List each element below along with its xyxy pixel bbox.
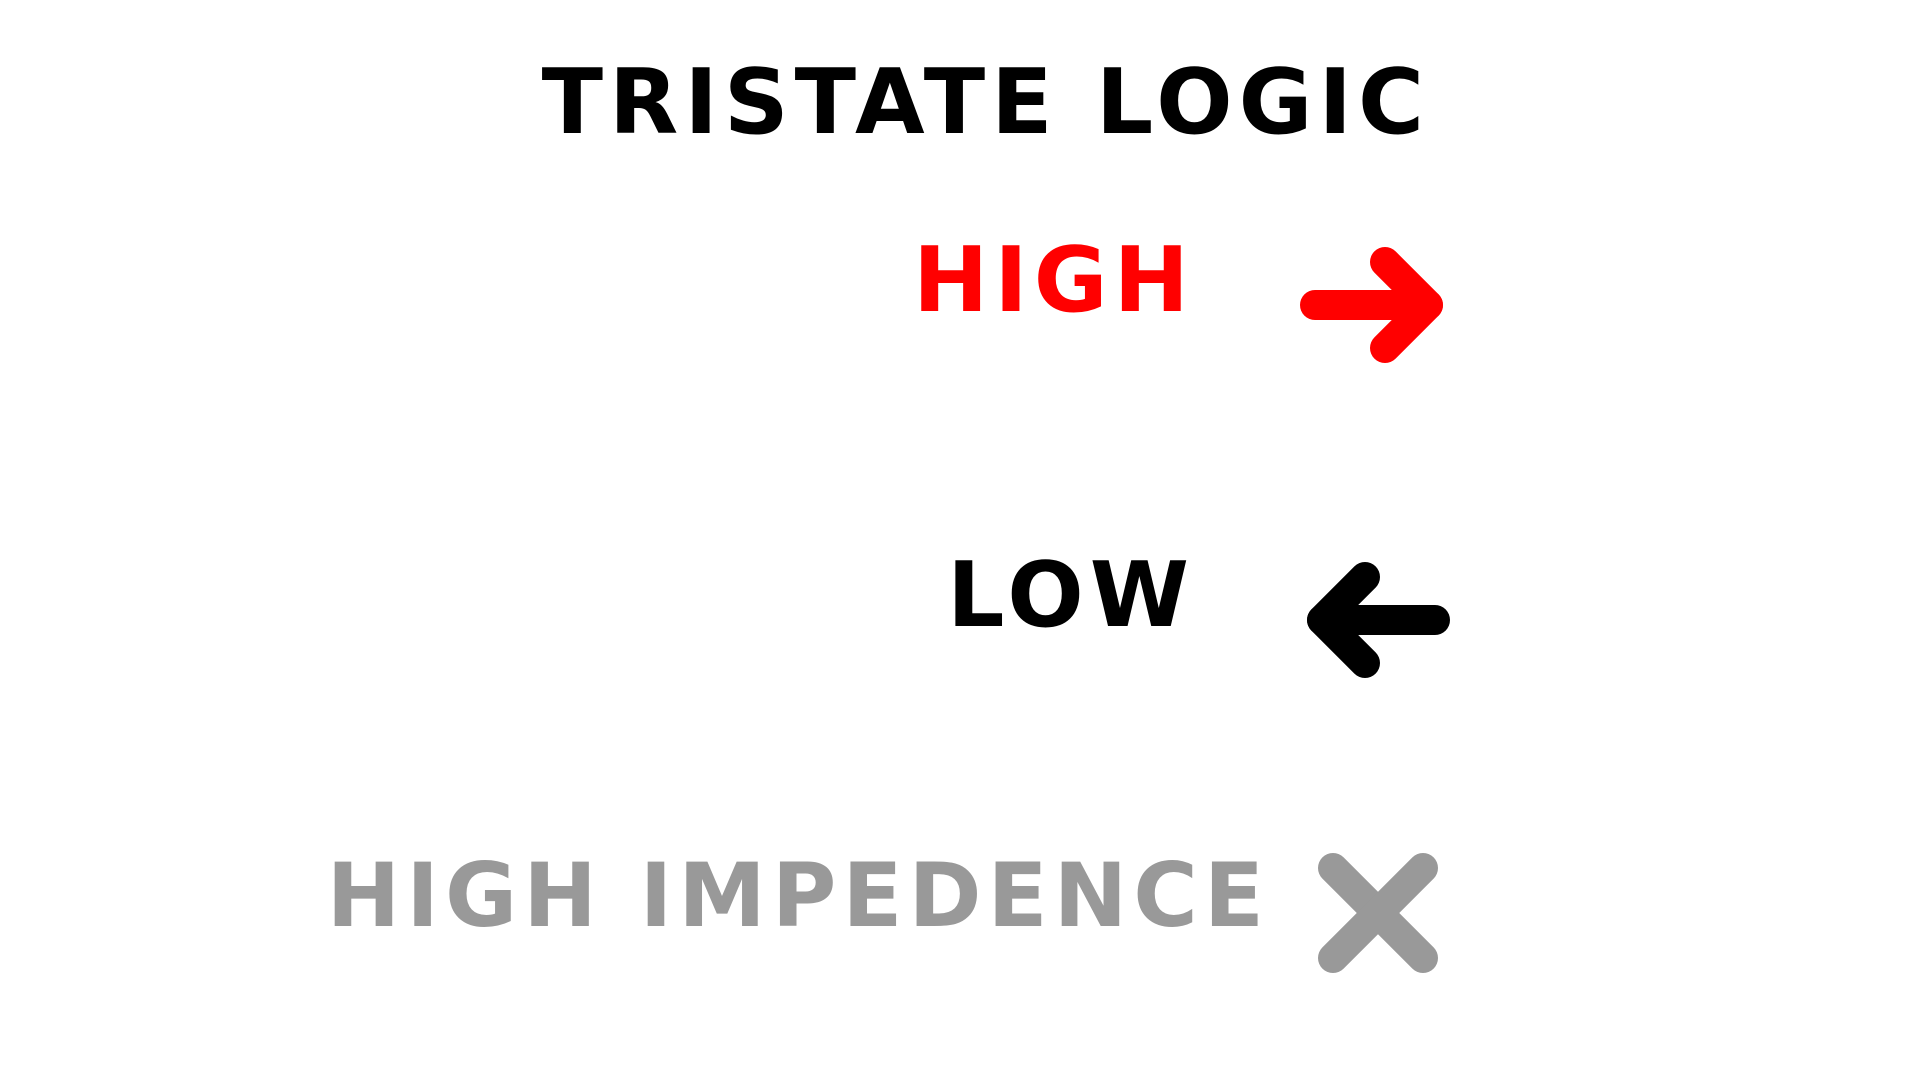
state-high-impedence-label: HIGH IMPEDENCE [326, 844, 1270, 947]
diagram-title: TRISTATE LOGIC [541, 50, 1430, 155]
state-low-label: LOW [947, 543, 1195, 648]
arrow-right-icon [1300, 247, 1443, 363]
arrow-left-icon [1307, 562, 1450, 678]
state-high-label: HIGH [912, 228, 1195, 333]
x-icon [1318, 853, 1438, 973]
